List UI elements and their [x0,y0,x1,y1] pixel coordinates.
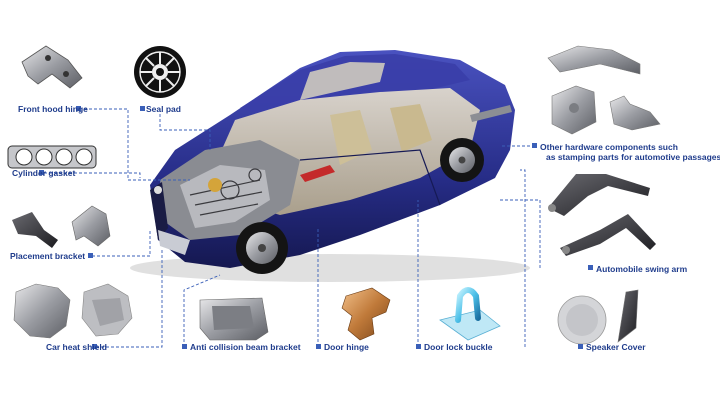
door-hinge-image [341,287,391,341]
front-hood-hinge-image [21,45,83,89]
label-door-hinge: Door hinge [324,342,369,352]
label-door-lock-buckle: Door lock buckle [424,342,493,352]
label-speaker-cover: Speaker Cover [586,342,646,352]
placement-bracket-image [12,205,111,248]
rear-wheel [440,138,484,182]
door-lock-buckle-image [439,287,501,341]
car-heat-shield-image [13,283,133,339]
label-placement-bracket: Placement bracket [10,251,86,261]
label-cylinder-gasket: Cylinder gasket [12,168,76,178]
leader-markers [39,106,593,349]
front-wheel [236,222,288,274]
seal-pad-image [134,46,186,98]
label-anti-collision-beam-bracket: Anti collision beam bracket [190,342,301,352]
label-other-hardware-line1: Other hardware components such [540,142,678,152]
speaker-cover-image [557,289,639,345]
label-other-hardware-line2: as stamping parts for automotive passage… [546,152,720,162]
car-cutaway-illustration [130,50,530,282]
leader-lines [44,108,541,348]
anti-collision-beam-bracket-image [199,297,269,341]
label-front-hood-hinge: Front hood hinge [18,104,88,114]
label-car-heat-shield: Car heat shield [46,342,107,352]
label-automobile-swing-arm: Automobile swing arm [596,264,688,274]
other-hardware-image [547,45,661,135]
automobile-swing-arm-image [548,174,656,256]
cylinder-gasket-image [7,145,97,169]
label-seal-pad: Seal pad [146,104,181,114]
